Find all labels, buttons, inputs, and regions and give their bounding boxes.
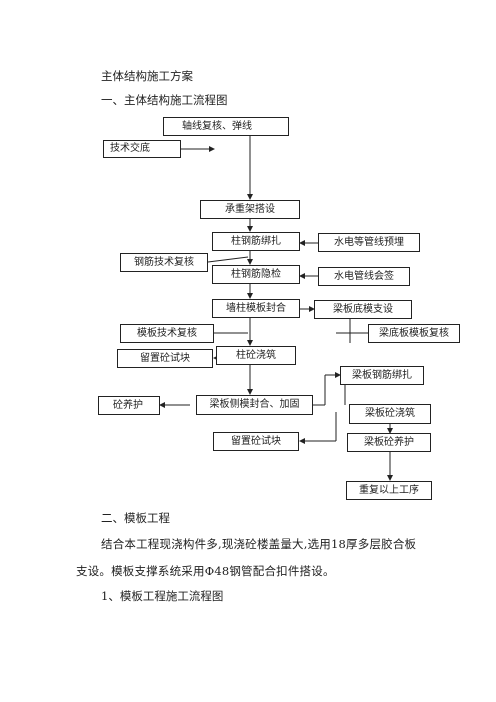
- paragraph-line-2: 支设。模板支撑系统采用Φ48钢管配合扣件搭设。: [76, 564, 335, 578]
- flow-box-beam-side-form: 梁板侧模封合、加固: [196, 395, 313, 415]
- paragraph-line-1: 结合本工程现浇构件多,现浇砼楼盖量大,选用18厚多层胶合板: [101, 537, 417, 551]
- flow-box-curing: 砼养护: [98, 396, 160, 415]
- subsection-heading: 1、模板工程施工流程图: [101, 589, 224, 603]
- flow-box-beam-curing: 梁板砼养护: [347, 433, 431, 452]
- flow-box-axis-check: 轴线复核、弹线: [163, 117, 289, 136]
- doc-title: 主体结构施工方案: [101, 69, 193, 83]
- flow-box-form-check: 模板技术复核: [120, 324, 214, 343]
- flow-box-column-rebar-inspect: 柱钢筋隐检: [212, 265, 300, 284]
- flow-box-beam-form: 梁板底模支设: [314, 300, 412, 319]
- flow-box-rebar-check: 钢筋技术复核: [120, 253, 208, 272]
- flow-box-beam-rebar: 梁板钢筋绑扎: [340, 366, 424, 385]
- section-heading-flow: 一、主体结构施工流程图: [101, 93, 228, 107]
- flow-box-column-rebar: 柱钢筋绑扎: [212, 232, 300, 251]
- section-heading-formwork: 二、模板工程: [101, 511, 170, 525]
- flow-box-scaffold: 承重架搭设: [200, 200, 300, 219]
- flow-box-tech-brief: 技术交底: [103, 140, 181, 158]
- flow-box-embed-pipe: 水电等管线预埋: [318, 233, 420, 252]
- flow-box-keep-sample-1: 留置砼试块: [117, 349, 213, 368]
- flow-box-column-pour: 柱砼浇筑: [216, 346, 296, 365]
- flow-box-beam-pour: 梁板砼浇筑: [349, 404, 431, 424]
- flow-box-water-sign: 水电管线会签: [318, 267, 410, 286]
- flow-box-beam-bottom-check: 梁底板模板复核: [368, 324, 460, 343]
- flow-box-wall-form: 墙柱模板封合: [212, 299, 300, 318]
- flow-box-repeat: 重复以上工序: [346, 481, 432, 500]
- flow-box-keep-sample-2: 留置砼试块: [213, 432, 299, 451]
